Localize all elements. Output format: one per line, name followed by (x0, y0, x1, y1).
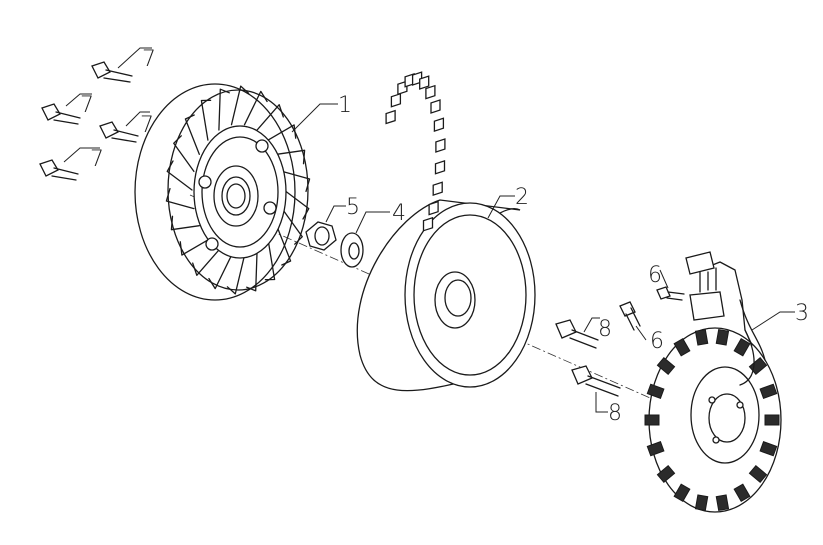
bolt-8-lower (571, 365, 621, 397)
callout-8-lower: 8 (595, 392, 622, 426)
callout-1: 1 (291, 93, 352, 133)
flywheel-fan (134, 83, 311, 301)
stator (644, 251, 782, 513)
washer (340, 232, 364, 268)
svg-text:4: 4 (392, 201, 406, 226)
svg-text:8: 8 (608, 401, 622, 426)
svg-text:6: 6 (650, 329, 664, 354)
callout-7-a: 7 (117, 47, 156, 72)
svg-text:5: 5 (346, 195, 360, 220)
svg-text:7: 7 (80, 93, 94, 118)
svg-text:1: 1 (338, 93, 352, 118)
svg-text:3: 3 (795, 301, 809, 326)
callout-3: 3 (751, 301, 809, 331)
callout-8-upper: 8 (583, 317, 612, 342)
svg-text:2: 2 (515, 185, 529, 210)
svg-text:6: 6 (648, 263, 662, 288)
bolt-7-d (39, 159, 79, 181)
bolt-7-c (99, 121, 139, 143)
callout-2: 2 (487, 185, 529, 219)
bolt-6-lower (619, 301, 641, 331)
callout-7-c: 7 (125, 111, 154, 138)
callout-7-b: 7 (65, 93, 94, 118)
bolt-8-upper (555, 319, 599, 349)
callout-7-d: 7 (63, 147, 104, 172)
svg-text:7: 7 (90, 147, 104, 172)
bolt-6-upper (656, 286, 685, 301)
nut (305, 221, 337, 251)
callout-6-upper: 6 (648, 263, 669, 289)
bolt-7-a (91, 61, 133, 83)
svg-text:7: 7 (142, 47, 156, 72)
callout-5: 5 (325, 195, 360, 223)
svg-text:8: 8 (598, 317, 612, 342)
callout-6-lower: 6 (635, 325, 664, 354)
callout-4: 4 (355, 201, 406, 234)
svg-text:7: 7 (140, 113, 154, 138)
bolt-7-b (41, 103, 81, 125)
rotor (356, 71, 536, 392)
